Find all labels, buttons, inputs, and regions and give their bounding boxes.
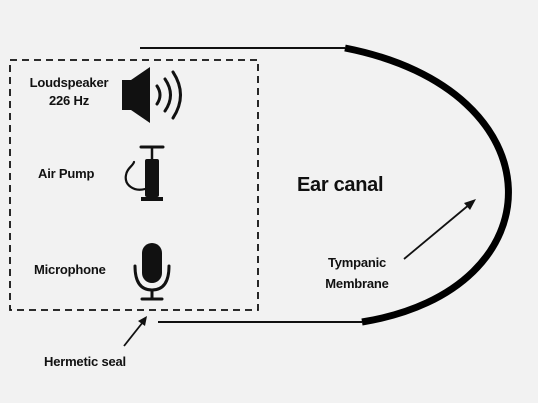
ear-canal-label: Ear canal <box>297 174 384 196</box>
hermetic-seal-label: Hermetic seal <box>44 354 126 369</box>
air-pump-icon <box>124 145 165 201</box>
microphone-label: Microphone <box>34 262 106 277</box>
probe-box <box>9 59 259 311</box>
speaker-icon <box>122 67 182 123</box>
loudspeaker-label: Loudspeaker 226 Hz <box>20 75 118 108</box>
loudspeaker-label-text: Loudspeaker <box>29 75 109 90</box>
frequency-label: 226 Hz <box>49 93 89 108</box>
tympanic-label-text: Tympanic <box>327 255 387 270</box>
membrane-label-text: Membrane <box>325 276 389 291</box>
air-pump-label: Air Pump <box>38 166 95 181</box>
seal-arrow <box>123 316 147 347</box>
tympanic-membrane-arc <box>344 44 512 326</box>
microphone-icon <box>133 243 171 301</box>
tympanic-membrane-label: Tympanic Membrane <box>316 255 398 291</box>
membrane-arrow <box>403 199 476 260</box>
